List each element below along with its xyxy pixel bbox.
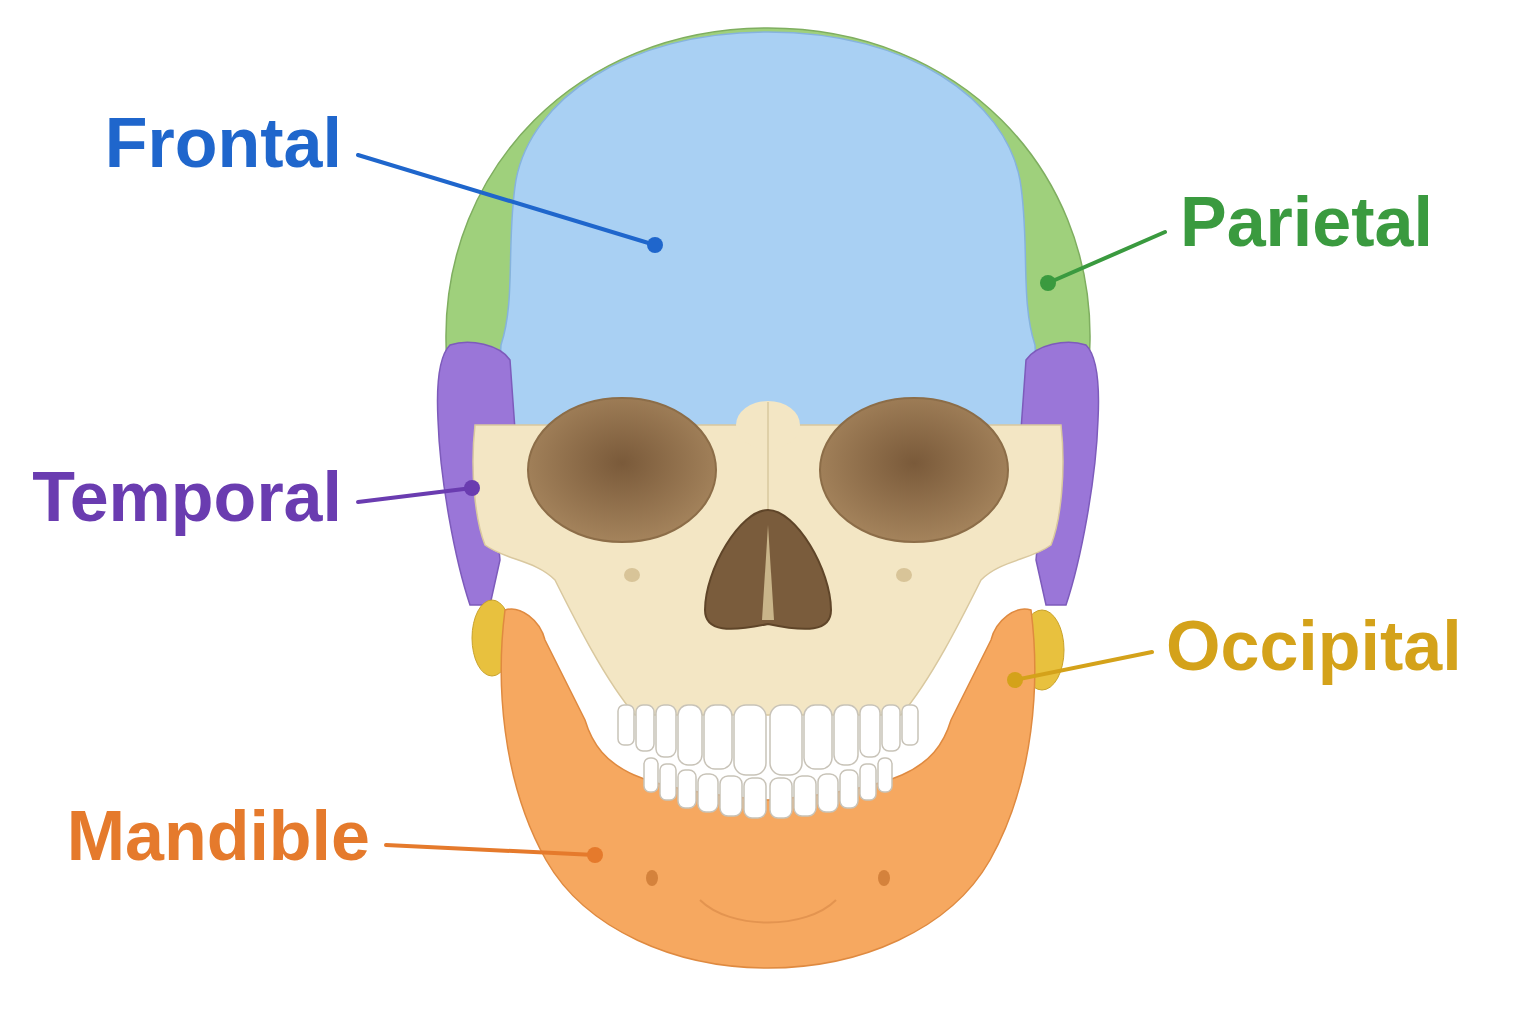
mental-foramen	[878, 870, 890, 886]
leader-line	[386, 845, 595, 855]
leader-dot	[647, 237, 663, 253]
leader-dot	[1040, 275, 1056, 291]
bone-label: Mandible	[67, 801, 370, 871]
nasal-septum	[762, 525, 774, 620]
leader-line	[1015, 652, 1152, 680]
bone-label: Parietal	[1180, 187, 1433, 257]
suture	[767, 402, 769, 515]
bone-label: Occipital	[1166, 611, 1462, 681]
mental-foramen	[646, 870, 658, 886]
orbit	[820, 398, 1008, 542]
leader-dot	[1007, 672, 1023, 688]
bone-label: Temporal	[32, 462, 342, 532]
zygomatic-foramen	[624, 568, 640, 582]
lower-teeth	[644, 758, 892, 818]
leader-dot	[464, 480, 480, 496]
parietal-bone	[446, 28, 1090, 440]
leader-line	[1048, 232, 1165, 283]
zygomatic-foramen	[896, 568, 912, 582]
frontal-bone	[496, 32, 1040, 428]
orbit	[528, 398, 716, 542]
leader-lines	[358, 155, 1165, 863]
leader-line	[358, 155, 655, 245]
bone-label: Frontal	[105, 108, 342, 178]
leader-line	[358, 488, 472, 502]
leader-dot	[587, 847, 603, 863]
nasal-cavity	[705, 510, 831, 629]
chin-crease	[700, 900, 836, 923]
